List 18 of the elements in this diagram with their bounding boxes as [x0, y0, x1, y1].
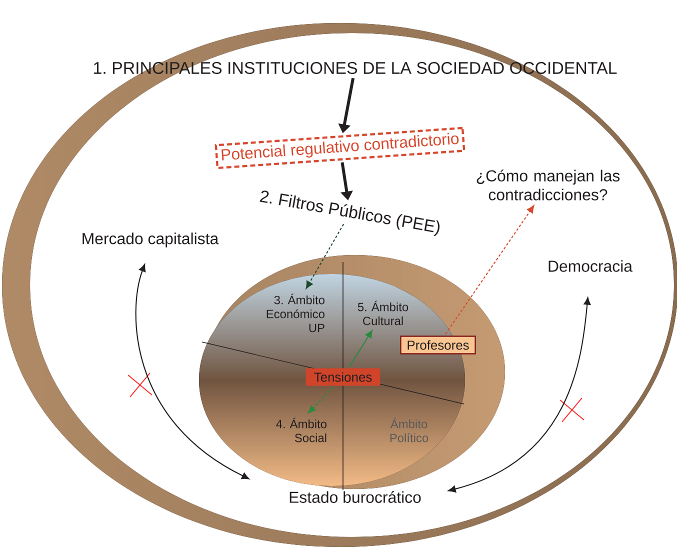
- label-text: 3. Ámbito Económico UP: [266, 294, 324, 332]
- label-box: Profesores: [400, 336, 476, 354]
- label-box: Tensiones: [306, 368, 380, 386]
- label-text: ¿Cómo manejan las contradicciones?: [476, 170, 620, 200]
- arrow: [445, 205, 534, 334]
- arrow: [306, 224, 344, 289]
- label-text: Democracia: [548, 260, 632, 272]
- label-text: 4. Ámbito Social: [276, 418, 326, 442]
- label-text: Estado burocrático: [290, 491, 421, 503]
- arrow: [448, 297, 591, 492]
- label-text: 2. Filtros Públicos (PEE): [260, 190, 440, 236]
- arrow: [308, 386, 334, 414]
- label-text: Mercado capitalista: [82, 232, 219, 248]
- arrow: [349, 330, 372, 367]
- label-text: 5. Ámbito Cultural: [358, 300, 408, 326]
- arrow: [135, 264, 250, 480]
- dashed-box: Potencial regulativo contradictorio: [214, 126, 466, 170]
- label-text: Ámbito Político: [390, 418, 428, 442]
